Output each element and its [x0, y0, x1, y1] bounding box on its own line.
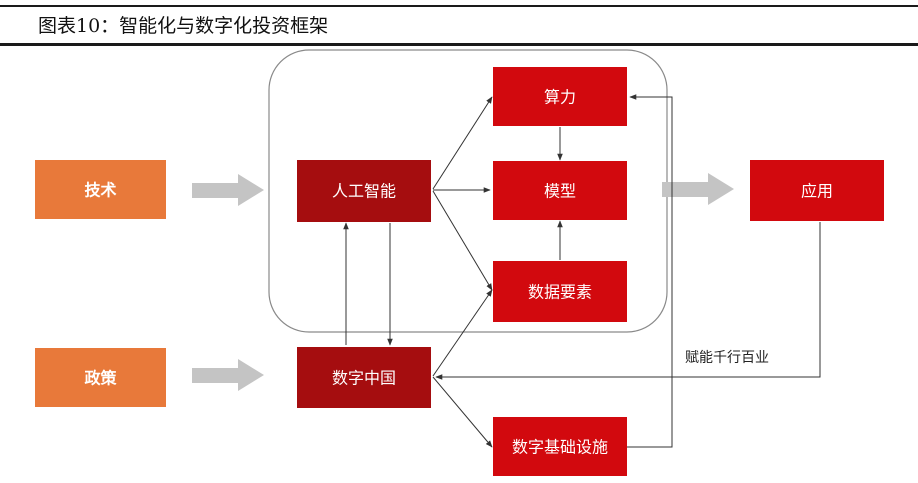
- node-policy: 政策: [35, 348, 166, 407]
- header-top-rule-right: [660, 5, 918, 7]
- ai-to-compute-connector: [432, 96, 493, 190]
- header-bottom-rule: [0, 43, 918, 46]
- node-digital-china: 数字中国: [297, 347, 431, 408]
- application-to-digital-china-connector: [435, 222, 821, 380]
- node-data-elements-label: 数据要素: [528, 283, 592, 302]
- node-digital-infra: 数字基础设施: [493, 417, 627, 476]
- node-digital-china-label: 数字中国: [332, 369, 396, 388]
- node-ai-label: 人工智能: [332, 182, 396, 201]
- figure-title: 图表10：智能化与数字化投资框架: [38, 15, 329, 37]
- node-digital-infra-label: 数字基础设施: [512, 438, 608, 457]
- node-compute-label: 算力: [544, 88, 576, 107]
- digital-china-to-data-elements-connector: [432, 289, 493, 377]
- digital-china-to-infra-connector: [432, 376, 493, 448]
- policy-to-digital-china-arrow: [192, 359, 264, 391]
- node-tech: 技术: [35, 160, 166, 219]
- header-top-rule: [0, 5, 918, 7]
- tech-to-ai-arrow: [192, 174, 264, 206]
- node-application-label: 应用: [801, 182, 833, 201]
- node-model-label: 模型: [544, 182, 576, 201]
- node-policy-label: 政策: [84, 369, 117, 388]
- node-application: 应用: [750, 160, 884, 221]
- node-ai: 人工智能: [297, 160, 431, 222]
- group-to-application-arrow: [662, 173, 734, 205]
- empower-annotation: 赋能千行百业: [685, 350, 769, 366]
- node-model: 模型: [493, 161, 627, 220]
- node-tech-label: 技术: [84, 181, 116, 200]
- node-compute: 算力: [493, 67, 627, 126]
- infra-to-compute-connector: [627, 94, 673, 448]
- ai-to-data-elements-connector: [432, 190, 493, 291]
- node-data-elements: 数据要素: [493, 261, 627, 322]
